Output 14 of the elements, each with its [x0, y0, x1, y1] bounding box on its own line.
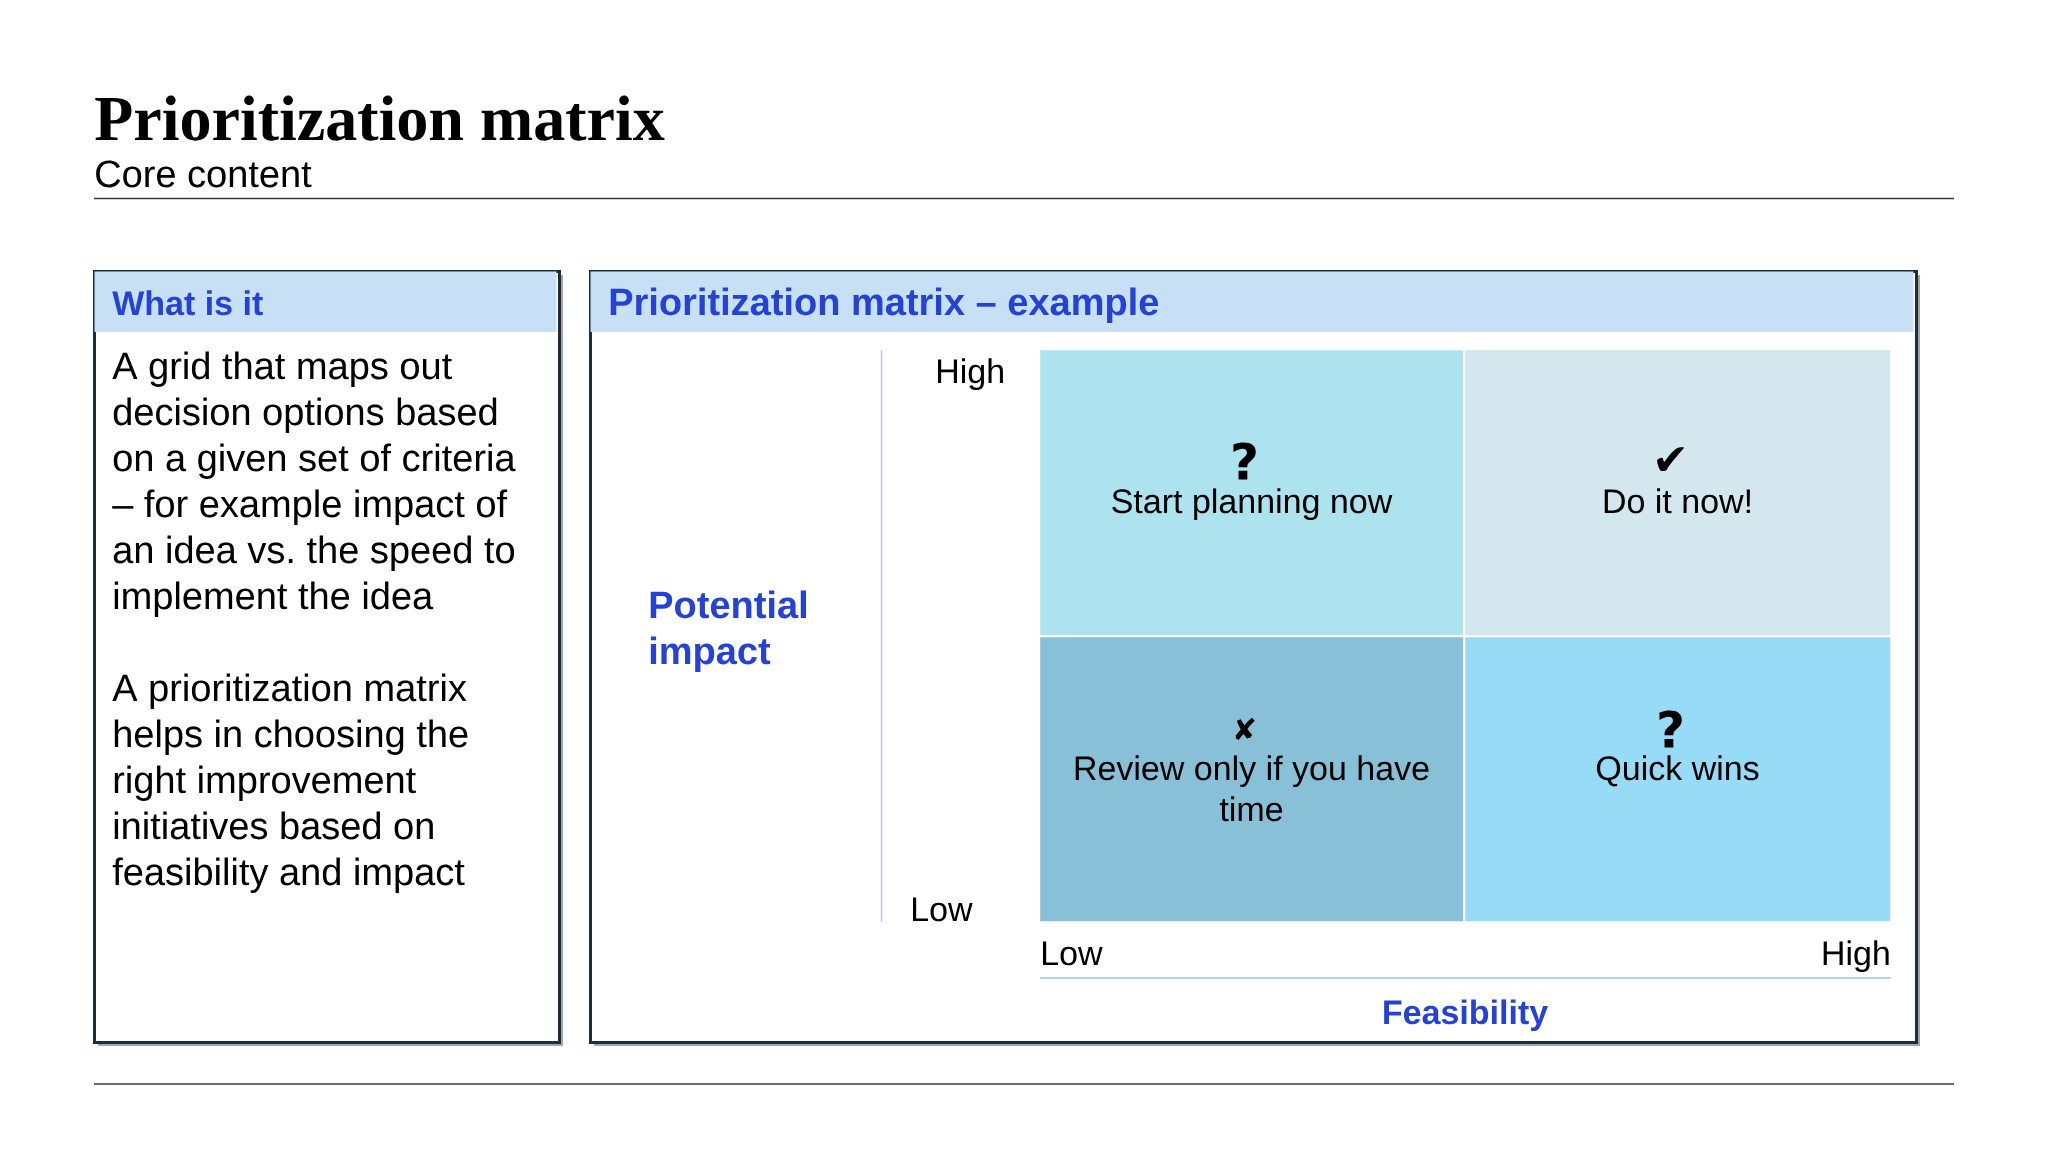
subtitle: Core content [96, 160, 312, 188]
question-mark: ? [1233, 442, 1256, 480]
paragraph: A prioritization matrix helps in choosing the right improvement initiatives based on feasibility and impact [112, 673, 468, 893]
paragraph: A grid that maps out decision options based on a given set of criteria – for example impact of an idea vs. the speed to implement the idea [112, 351, 516, 617]
axis-label: Low [913, 897, 973, 922]
cross-mark: ✘ [1235, 717, 1255, 741]
check-mark: ✔ [1657, 447, 1684, 472]
panel-header: What is it [94, 271, 557, 332]
title: Prioritization matrix [95, 95, 665, 141]
question-mark: ? [1659, 710, 1682, 748]
axis-title: Potential impact [650, 590, 806, 672]
axis-title: Feasibility [1384, 999, 1548, 1032]
axis-label: High [938, 358, 1003, 391]
panel-header: Prioritization matrix – example [590, 271, 1914, 332]
